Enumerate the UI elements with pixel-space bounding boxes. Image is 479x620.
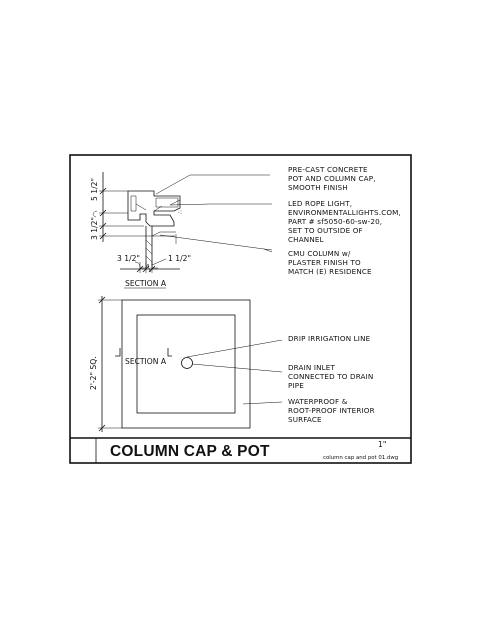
note-cmu-3: MATCH (E) RESIDENCE bbox=[288, 267, 372, 276]
note-led-3: PART # sf5050-60-sw-20, bbox=[288, 217, 382, 226]
plan-notes: DRIP IRRIGATION LINE DRAIN INLET CONNECT… bbox=[288, 334, 375, 424]
note-led-4: SET TO OUTSIDE OF bbox=[288, 226, 363, 235]
section-dim-top: 5 1/2" bbox=[90, 178, 99, 201]
title-block: COLUMN CAP & POT 1" column cap and pot 0… bbox=[110, 440, 398, 461]
drain-inlet-symbol bbox=[181, 357, 193, 369]
drawing-filename: column cap and pot 01.dwg bbox=[323, 455, 398, 461]
drawing-title: COLUMN CAP & POT bbox=[110, 443, 270, 460]
note-waterproof-1: WATERPROOF & bbox=[288, 397, 348, 406]
note-waterproof-2: ROOT-PROOF INTERIOR bbox=[288, 406, 375, 415]
note-drain-1: DRAIN INLET bbox=[288, 363, 335, 372]
note-drip: DRIP IRRIGATION LINE bbox=[288, 334, 371, 343]
note-cmu-1: CMU COLUMN w/ bbox=[288, 249, 351, 258]
note-precast-3: SMOOTH FINISH bbox=[288, 183, 348, 192]
section-notes: PRE-CAST CONCRETE POT AND COLUMN CAP, SM… bbox=[288, 165, 401, 276]
note-cmu-2: PLASTER FINISH TO bbox=[288, 258, 361, 267]
note-drain-2: CONNECTED TO DRAIN bbox=[288, 372, 373, 381]
section-a-detail: ∴ 5 1/2" 3 1/2" 3 1/2" 1 1/ bbox=[90, 172, 273, 289]
drawing-scale: 1" bbox=[378, 440, 386, 449]
note-led-1: LED ROPE LIGHT, bbox=[288, 199, 352, 208]
svg-text:∴: ∴ bbox=[177, 210, 184, 214]
section-dim-mid: 3 1/2" bbox=[90, 217, 99, 240]
plan-view: SECTION A 2'-2" SQ. bbox=[89, 296, 283, 432]
note-precast-1: PRE-CAST CONCRETE bbox=[288, 165, 368, 174]
note-led-2: ENVIRONMENTALLIGHTS.COM, bbox=[288, 208, 401, 217]
note-led-5: CHANNEL bbox=[288, 235, 324, 244]
plan-size-dim: 2'-2" SQ. bbox=[89, 356, 98, 390]
note-drain-3: PIPE bbox=[288, 381, 304, 390]
sheet-border bbox=[69, 154, 412, 464]
note-precast-2: POT AND COLUMN CAP, bbox=[288, 174, 376, 183]
section-a-label: SECTION A bbox=[125, 279, 167, 288]
plan-section-label: SECTION A bbox=[125, 357, 167, 366]
section-dim-right: 1 1/2" bbox=[168, 254, 191, 263]
section-dim-left: 3 1/2" bbox=[117, 254, 140, 263]
note-waterproof-3: SURFACE bbox=[288, 415, 322, 424]
